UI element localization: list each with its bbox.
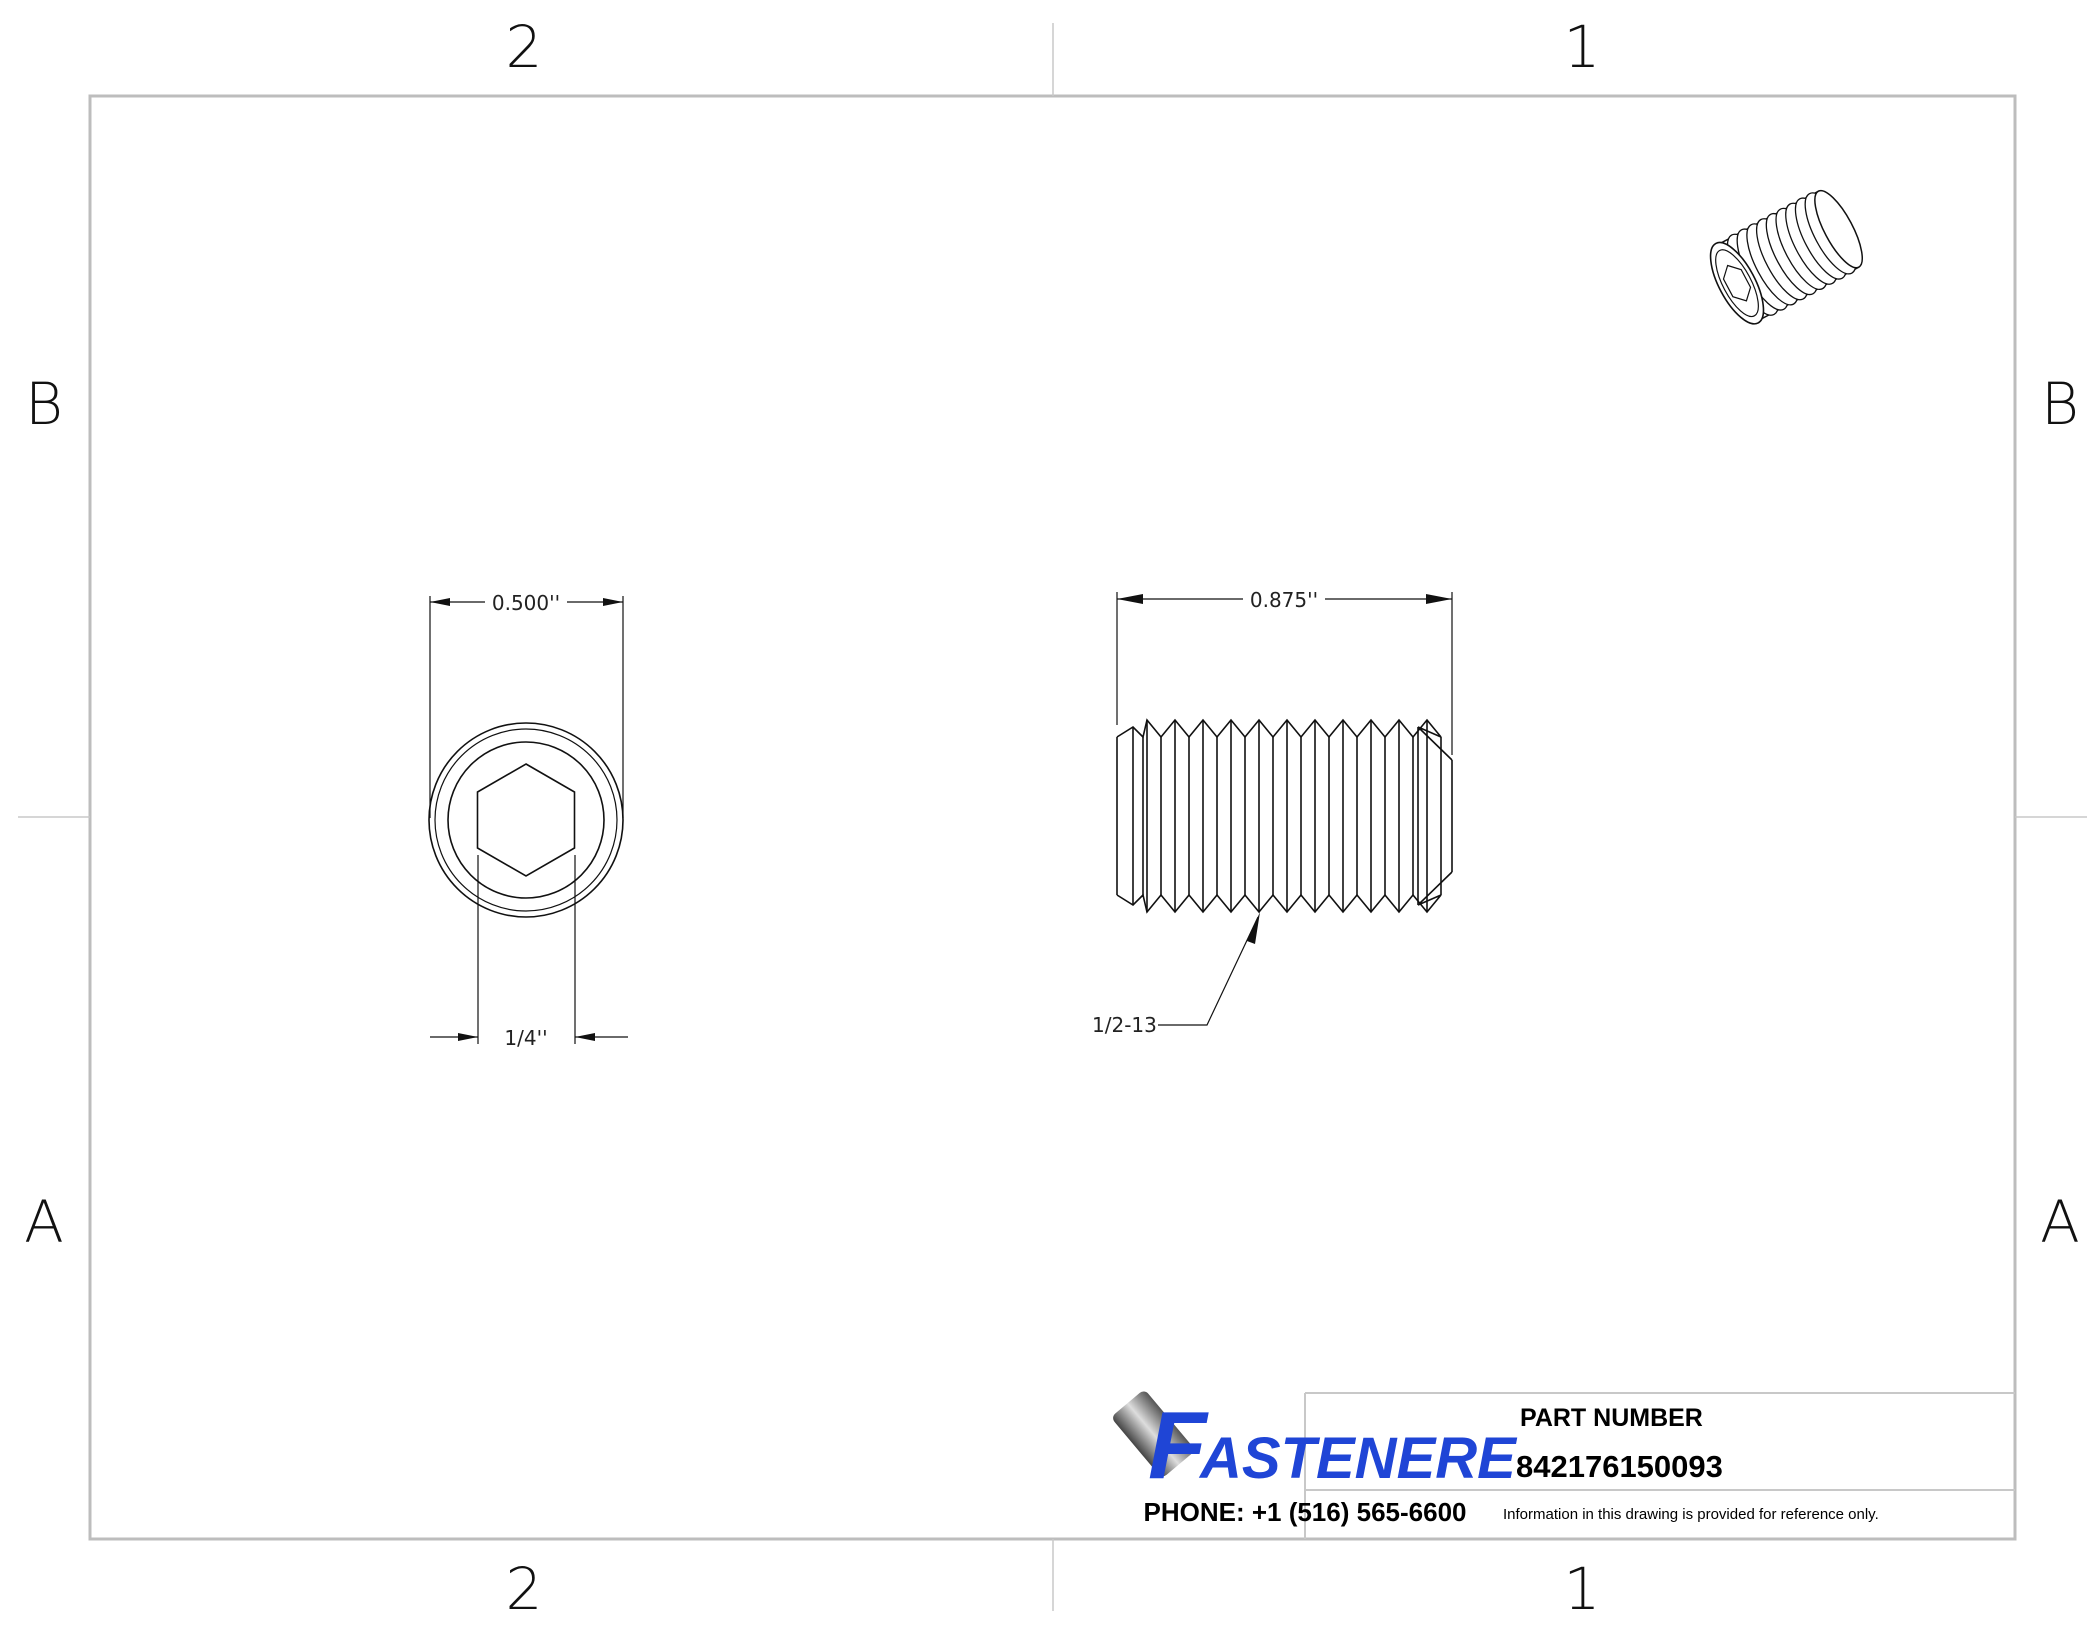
sheet-border [88, 94, 2017, 1541]
bolt-icon [1113, 1391, 1194, 1477]
isometric-view [1709, 189, 1863, 325]
hex-socket [476, 763, 576, 877]
dimension-diameter: 0.500'' [492, 591, 560, 615]
dimension-length: 0.875'' [1250, 588, 1318, 612]
thread-callout: 1/2-13 [1092, 1013, 1157, 1037]
title-block: F ASTENERE PHONE: +1 (516) 565-6600 PART… [1113, 1391, 2015, 1539]
zone-label-right-a: A [2040, 1188, 2080, 1256]
part-number-label: PART NUMBER [1520, 1404, 1703, 1432]
zone-label-top-2: 2 [506, 13, 543, 81]
zone-label-right-b: B [2041, 370, 2079, 438]
side-dimensions: 0.875'' 1/2-13 [1092, 588, 1453, 1037]
front-view: 0.500'' 1/4'' [428, 591, 628, 1050]
logo-text: F [1148, 1392, 1209, 1499]
dimension-hex: 1/4'' [504, 1026, 547, 1050]
zone-label-top-1: 1 [1564, 13, 1601, 81]
phone-number: PHONE: +1 (516) 565-6600 [1143, 1497, 1466, 1527]
zone-ticks [18, 23, 2087, 1611]
logo: F ASTENERE [1113, 1391, 1518, 1499]
zone-label-bottom-1: 1 [1564, 1555, 1601, 1623]
side-view [1116, 718, 1453, 914]
disclaimer-text: Information in this drawing is provided … [1503, 1506, 1879, 1523]
svg-text:ASTENERE: ASTENERE [1198, 1426, 1518, 1491]
zone-label-bottom-2: 2 [506, 1555, 543, 1623]
part-number-value: 842176150093 [1516, 1449, 1723, 1484]
zone-label-left-a: A [24, 1188, 64, 1256]
zone-label-left-b: B [25, 370, 63, 438]
